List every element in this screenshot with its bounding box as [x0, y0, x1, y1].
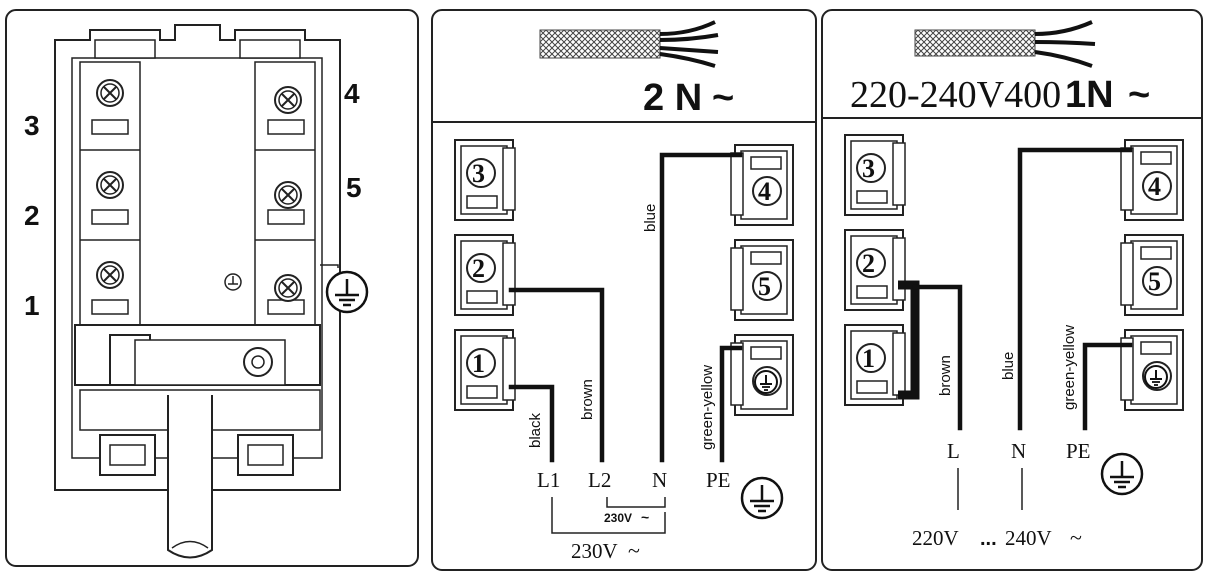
- terminal-2: [454, 234, 516, 316]
- lead-l1: L1: [537, 468, 560, 492]
- wire-green-yellow: [719, 345, 743, 463]
- screw-icon: [96, 171, 124, 199]
- lead-l: L: [947, 439, 960, 463]
- screw-icon: [96, 79, 124, 107]
- panel-right: 220-240V400 1N ~ 3 2 1 4 5 brown blue gr…: [821, 9, 1203, 571]
- voltage-title: 2 N: [643, 77, 702, 119]
- voltage-range-from: 220V: [912, 526, 959, 550]
- terminal-label-2: 2: [472, 254, 485, 283]
- terminal-3: [844, 134, 906, 216]
- lead-pe: PE: [706, 468, 731, 492]
- terminal-3: [454, 139, 516, 221]
- screw-icon: [96, 261, 124, 289]
- cable-icon: [914, 20, 1096, 68]
- wire-label-blue: blue: [642, 204, 659, 232]
- voltage-l1-n: 230V: [571, 539, 618, 563]
- wire-label-green-yellow: green-yellow: [1061, 325, 1078, 410]
- earth-terminal-icon: [754, 370, 778, 394]
- ac-symbol: ~: [1070, 525, 1082, 550]
- terminal-number-1: 1: [24, 290, 40, 321]
- title-ac-symbol: ~: [712, 77, 734, 119]
- title-ac-symbol: ~: [1128, 74, 1150, 116]
- terminal-number-3: 3: [24, 110, 40, 141]
- cable-icon: [539, 20, 719, 68]
- terminal-1: [844, 324, 906, 406]
- terminal-label-2: 2: [862, 249, 875, 278]
- earth-ground-icon: [325, 270, 369, 314]
- wire-green-yellow: [1082, 342, 1133, 431]
- screw-icon: [274, 86, 302, 114]
- wire-blue: [1017, 147, 1133, 431]
- wire-label-brown: brown: [937, 355, 954, 396]
- voltage-title: 220-240V400: [850, 74, 1061, 116]
- wire-black: [508, 384, 555, 463]
- wire-blue: [659, 152, 743, 463]
- title-phase: 1N: [1065, 74, 1114, 116]
- terminal-label-3: 3: [862, 154, 875, 183]
- voltage-l2-n: 230V: [604, 511, 632, 525]
- panel-left: 3 2 1 4 5: [5, 9, 419, 567]
- terminal-1: [454, 329, 516, 411]
- earth-ground-icon: [1100, 452, 1144, 496]
- terminal-label-5: 5: [1148, 267, 1161, 296]
- screw-icon: [274, 181, 302, 209]
- terminal-label-4: 4: [1148, 172, 1161, 201]
- voltage-range-separator: ...: [980, 528, 997, 550]
- lead-pe: PE: [1066, 439, 1091, 463]
- earth-ground-icon: [740, 476, 784, 520]
- panel-middle: 2 N ~ 3 2 1 4 5 black brown blue green-y…: [431, 9, 817, 571]
- wire-label-green-yellow: green-yellow: [699, 365, 716, 450]
- terminal-label-4: 4: [758, 177, 771, 206]
- lead-l2: L2: [588, 468, 611, 492]
- voltage-range-to: 240V: [1005, 526, 1052, 550]
- screw-icon: [274, 274, 302, 302]
- bridge-link: [898, 280, 920, 400]
- lead-n: N: [652, 468, 667, 492]
- terminal-label-1: 1: [862, 344, 875, 373]
- ac-symbol: ~: [641, 509, 649, 525]
- terminal-number-2: 2: [24, 200, 40, 231]
- wire-brown: [508, 287, 605, 463]
- earth-terminal-icon: [1144, 365, 1168, 389]
- wire-brown: [912, 284, 963, 431]
- earth-mark-icon: [224, 273, 242, 291]
- lead-n: N: [1011, 439, 1026, 463]
- wire-label-blue: blue: [1000, 352, 1017, 380]
- terminal-number-5: 5: [346, 172, 362, 203]
- ac-symbol: ~: [628, 538, 640, 563]
- terminal-label-1: 1: [472, 349, 485, 378]
- terminal-label-3: 3: [472, 159, 485, 188]
- terminal-label-5: 5: [758, 272, 771, 301]
- wire-label-brown: brown: [579, 379, 596, 420]
- wire-label-black: black: [527, 412, 544, 448]
- terminal-2: [844, 229, 906, 311]
- terminal-number-4: 4: [344, 78, 360, 109]
